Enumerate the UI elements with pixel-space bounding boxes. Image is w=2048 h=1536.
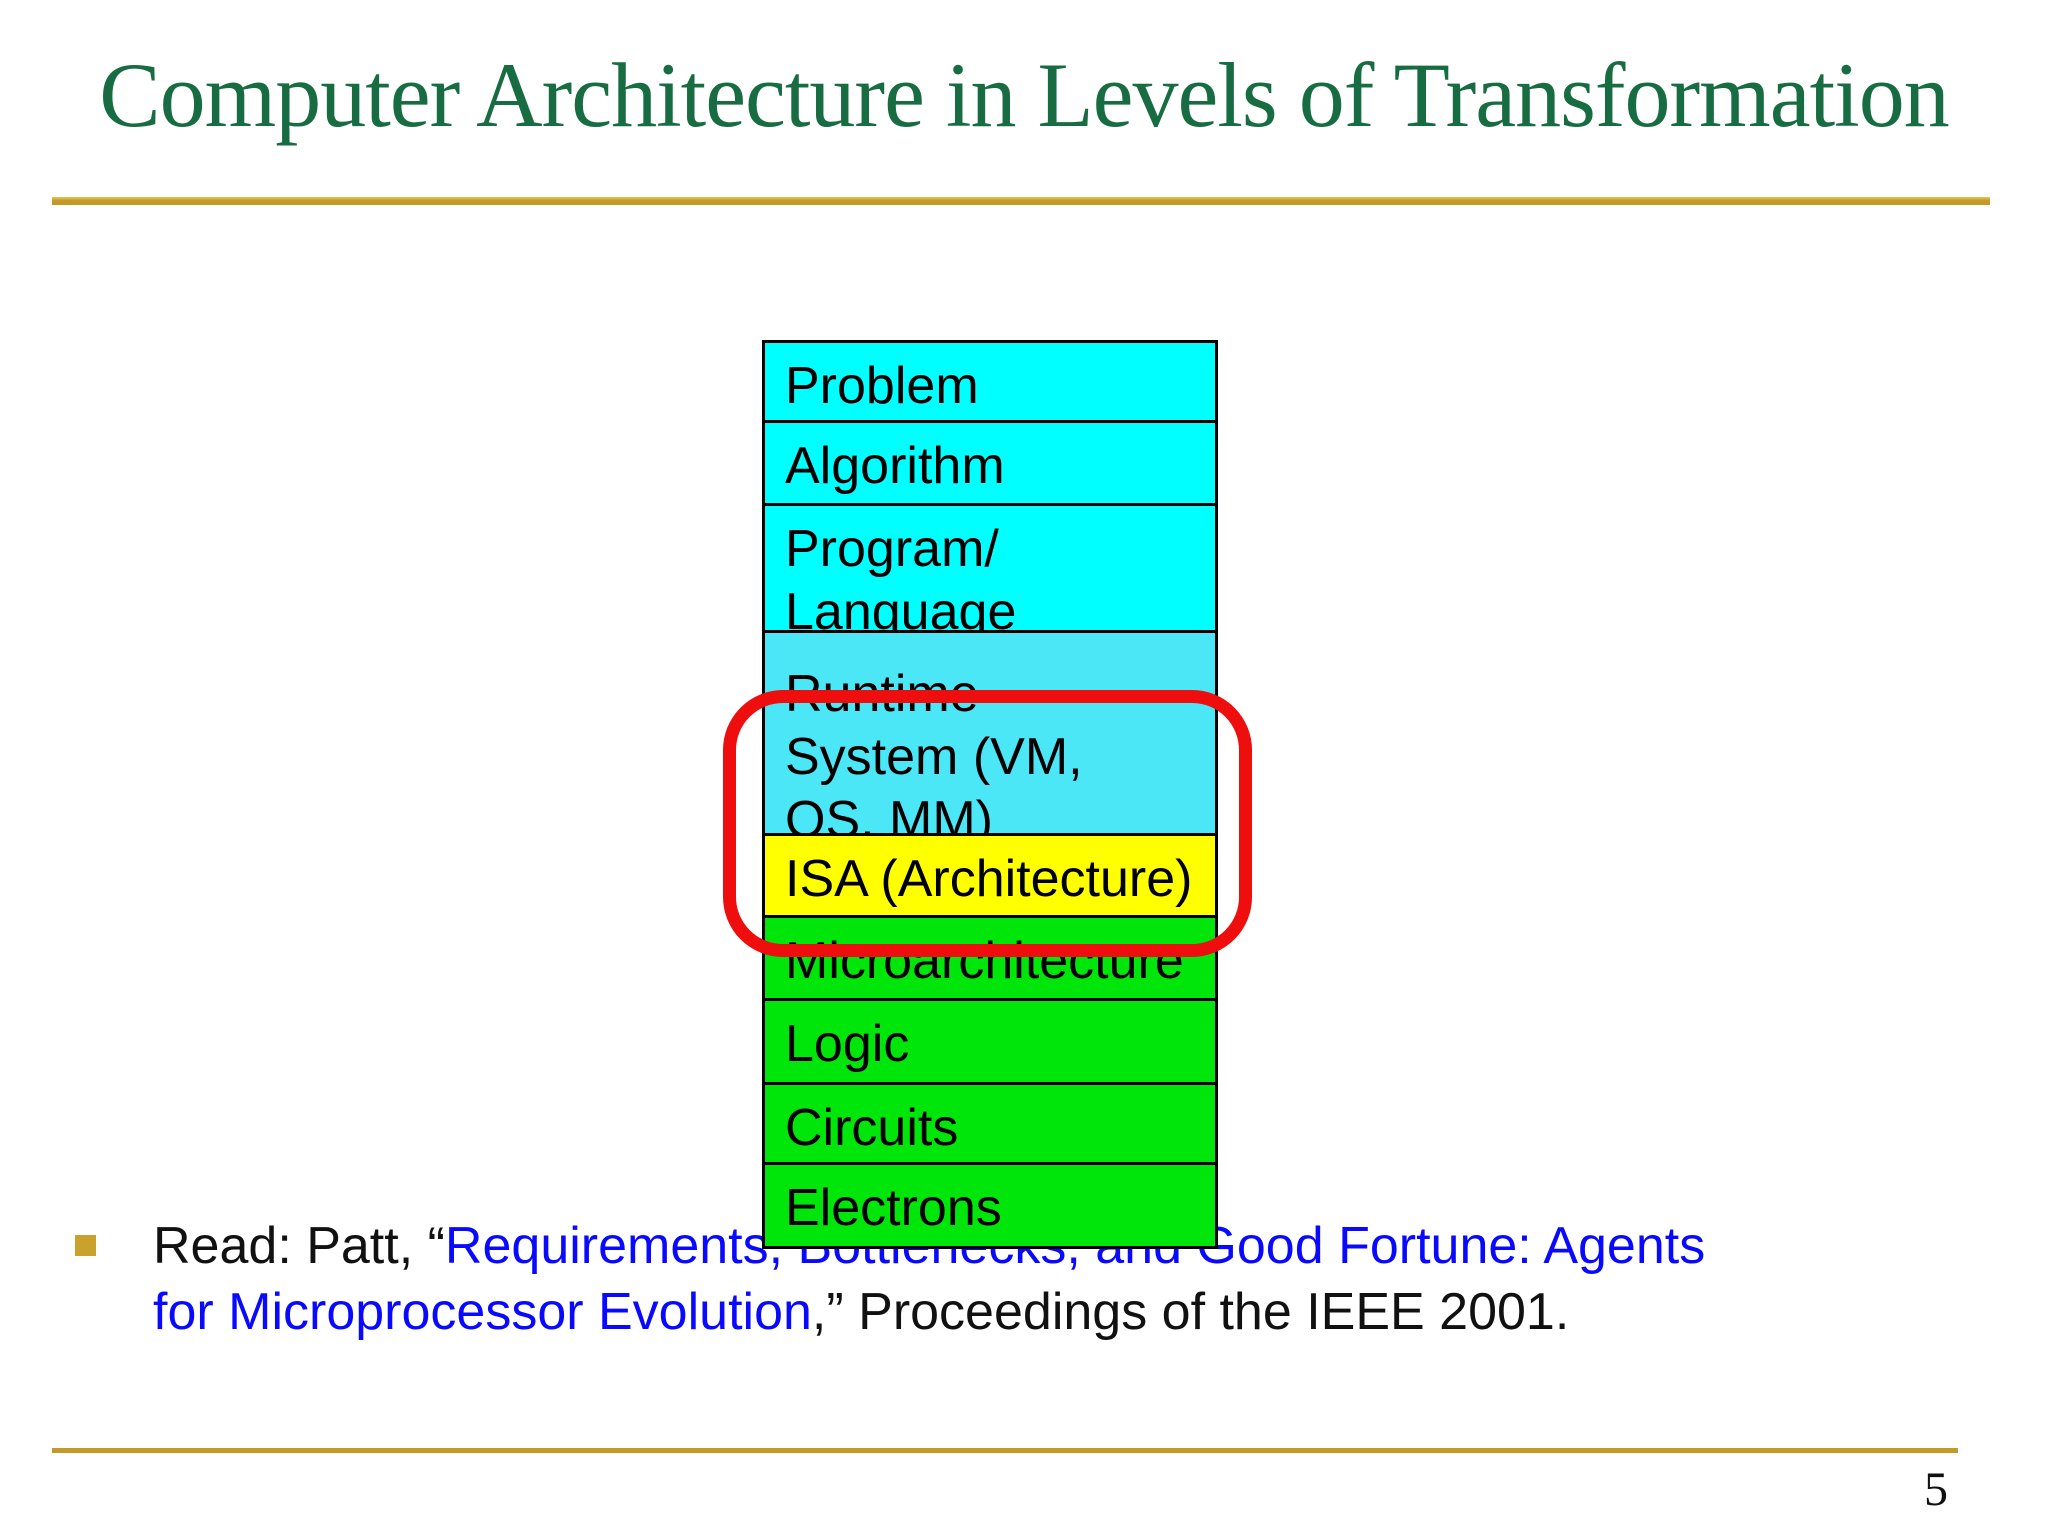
layer-electrons: Electrons — [765, 1165, 1215, 1246]
isa-highlight-ring — [723, 690, 1252, 957]
layer-algorithm: Algorithm — [765, 423, 1215, 506]
layer-logic-label: Logic — [785, 1015, 910, 1073]
layer-isa-label: ISA (Architecture) — [785, 850, 1193, 908]
layer-circuits: Circuits — [765, 1085, 1215, 1165]
layer-logic: Logic — [765, 1001, 1215, 1085]
page-number: 5 — [1924, 1463, 1948, 1516]
layer-microarchitecture-label: Microarchitecture — [785, 932, 1184, 990]
layer-isa: ISA (Architecture) — [765, 836, 1215, 918]
layer-runtime-system-label: System (VM, — [785, 728, 1083, 786]
title-underline-rule — [52, 197, 1990, 205]
layer-algorithm-label: Algorithm — [785, 437, 1005, 495]
layer-program-language-label: Language — [785, 583, 1017, 633]
layer-problem-label: Problem — [785, 357, 979, 415]
slide-title: Computer Architecture in Levels of Trans… — [99, 44, 1949, 146]
reading-reference-line-2: for Microprocessor Evolution,” Proceedin… — [153, 1279, 1705, 1345]
footer-rule — [52, 1448, 1958, 1453]
layer-circuits-label: Circuits — [785, 1099, 959, 1157]
reference-link-text[interactable]: for Microprocessor Evolution — [153, 1283, 812, 1341]
reference-text: Read: Patt, “ — [153, 1217, 445, 1275]
layer-program-language: Program/Language — [765, 506, 1215, 633]
layer-microarchitecture: Microarchitecture — [765, 918, 1215, 1001]
layer-electrons-label: Electrons — [785, 1179, 1002, 1237]
bullet-marker-icon — [75, 1235, 96, 1256]
layer-program-language-label: Program/ — [785, 520, 999, 578]
layer-runtime-system-label: OS, MM) — [785, 791, 993, 836]
layer-problem: Problem — [765, 343, 1215, 423]
reference-text: ,” Proceedings of the IEEE 2001. — [811, 1283, 1570, 1341]
